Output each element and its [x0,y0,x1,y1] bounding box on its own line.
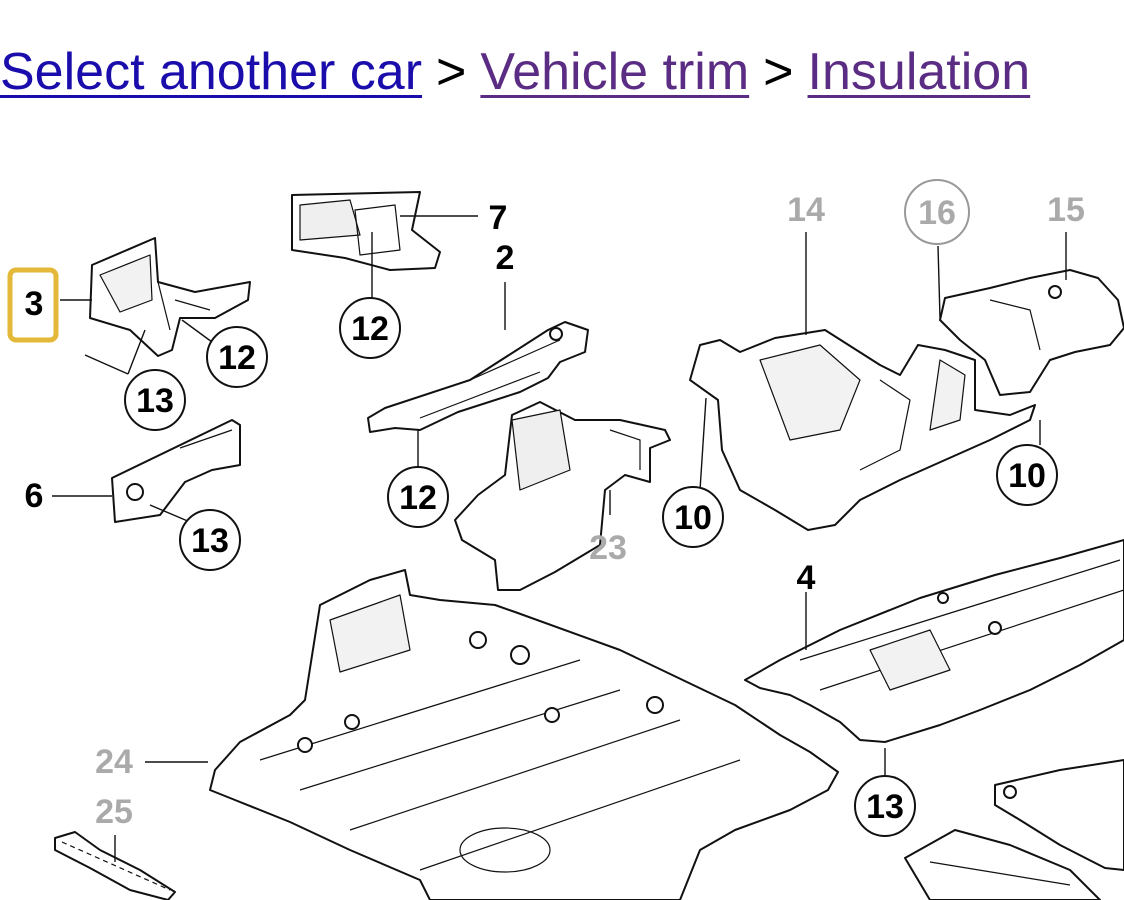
callout-16[interactable]: 16 [918,194,956,232]
parts-diagram: 3 6 7 2 4 14 15 16 23 24 25 12 12 12 13 … [0,150,1124,900]
breadcrumb: Select another car>Vehicle trim>Insulati… [0,38,1030,108]
callout-12[interactable]: 12 [218,339,256,377]
part-24-underbody-tray[interactable] [209,569,839,900]
part-bottom-right-strip[interactable] [904,829,1101,900]
part-7-bracket[interactable] [291,191,441,271]
breadcrumb-link-select-car[interactable]: Select another car [0,43,423,101]
breadcrumb-separator: > [763,43,794,101]
part-2-strip[interactable] [367,321,589,433]
callout-13[interactable]: 13 [866,788,904,826]
callout-7[interactable]: 7 [489,199,508,237]
callout-15[interactable]: 15 [1047,191,1085,229]
breadcrumb-link-vehicle-trim[interactable]: Vehicle trim [480,43,750,101]
breadcrumb-separator: > [436,43,467,101]
part-25-strip[interactable] [54,831,176,900]
callout-12[interactable]: 12 [351,310,389,348]
callout-14[interactable]: 14 [787,191,825,229]
leader-lines [52,215,1067,862]
part-4-heat-shield[interactable] [744,539,1124,743]
callout-6[interactable]: 6 [25,477,44,515]
callout-10[interactable]: 10 [674,499,712,537]
callout-2[interactable]: 2 [496,239,515,277]
callout-4[interactable]: 4 [797,559,816,597]
callout-25[interactable]: 25 [95,793,133,831]
callout-10[interactable]: 10 [1008,457,1046,495]
callout-23[interactable]: 23 [589,529,627,567]
highlight-box [7,267,59,343]
callout-13[interactable]: 13 [136,382,174,420]
part-23-tunnel[interactable] [454,401,671,591]
callout-circles [124,179,1058,837]
part-15-panel[interactable] [939,269,1124,396]
part-bottom-right-plate[interactable] [994,759,1124,871]
callout-labels: 3 6 7 2 4 14 15 16 23 24 25 12 12 12 13 … [25,191,1085,831]
callout-3[interactable]: 3 [25,285,44,323]
part-14-floor-insulation[interactable] [689,329,1036,531]
callout-12[interactable]: 12 [399,479,437,517]
callout-13[interactable]: 13 [191,522,229,560]
part-3-panel[interactable] [89,237,251,357]
breadcrumb-link-insulation[interactable]: Insulation [807,43,1031,101]
callout-24[interactable]: 24 [95,743,133,781]
part-6-panel[interactable] [111,419,241,523]
